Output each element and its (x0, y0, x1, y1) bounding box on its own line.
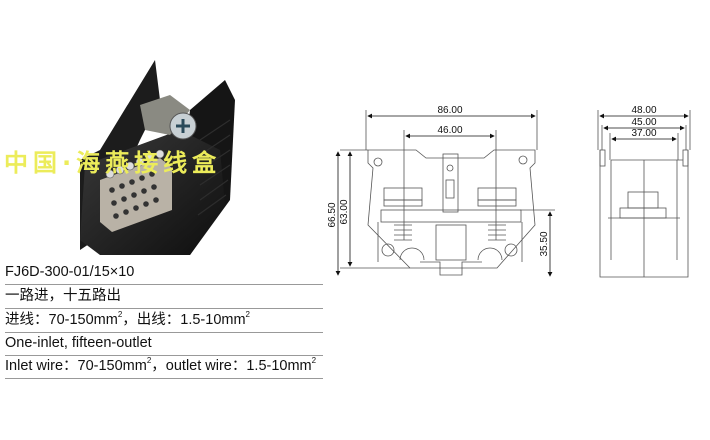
spec-model: FJ6D-300-01/15×10 (5, 262, 323, 285)
dim-46: 46.00 (437, 125, 462, 136)
spec-cn-config: 一路进，十五路出 (5, 286, 323, 309)
dim-45: 45.00 (631, 117, 656, 128)
watermark-text: 中国·海燕接线盒 (4, 149, 222, 177)
spec-en-inlet: Inlet wire：70-150mm (5, 358, 147, 374)
spec-cn-inlet: 进线：70-150mm (5, 312, 118, 328)
spec-en-wire: Inlet wire：70-150mm2，outlet wire：1.5-10m… (5, 356, 323, 379)
dim-63: 63.00 (339, 199, 350, 224)
spec-cn-config-text: 一路进，十五路出 (5, 288, 121, 304)
dim-35-5: 35.50 (539, 231, 550, 256)
spec-en-config: One-inlet, fifteen-outlet (5, 333, 323, 356)
sup: 2 (146, 356, 152, 365)
spec-en-config-text: One-inlet, fifteen-outlet (5, 335, 152, 351)
spec-cn-outlet: ，出线：1.5-10mm (122, 312, 246, 328)
dim-48: 48.00 (631, 105, 656, 116)
product-photo (80, 60, 235, 255)
dim-37: 37.00 (631, 128, 656, 139)
spec-cn-wire: 进线：70-150mm2，出线：1.5-10mm2 (5, 310, 323, 333)
sup: 2 (245, 310, 250, 319)
spec-en-outlet: ，outlet wire：1.5-10mm (151, 358, 312, 374)
sup: 2 (311, 356, 317, 365)
spec-model-text: FJ6D-300-01/15×10 (5, 264, 135, 280)
sup: 2 (117, 310, 123, 319)
dim-66-5: 66.50 (327, 202, 338, 227)
dim-86: 86.00 (437, 105, 462, 116)
